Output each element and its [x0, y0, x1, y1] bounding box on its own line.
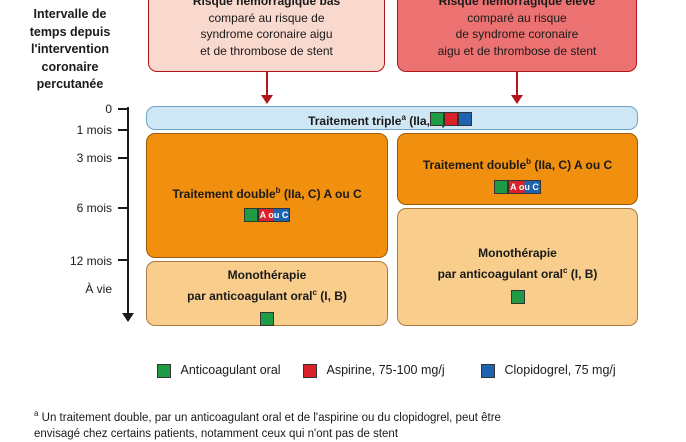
- time-axis-line: [127, 107, 129, 315]
- dual-therapy-label: Traitement doubleb (IIa, C) A ou C: [172, 186, 362, 201]
- dual-therapy-box-low-risk: Traitement doubleb (IIa, C) A ou C A ou …: [146, 133, 388, 258]
- high-risk-connector: [516, 72, 518, 96]
- axis-title-line: percutanée: [36, 77, 104, 91]
- time-axis-arrow-icon: [122, 313, 134, 322]
- monotherapy-box-low-risk: Monothérapie par anticoagulant oralc (I,…: [146, 261, 388, 326]
- dual-therapy-drugs: A ou C: [398, 178, 637, 195]
- monotherapy-drugs: [147, 310, 387, 327]
- monotherapy-title: Monothérapie: [478, 246, 557, 260]
- low-risk-line: syndrome coronaire aigu: [200, 27, 333, 41]
- time-axis-title: Intervalle de temps depuis l'interventio…: [0, 6, 140, 94]
- axis-title-line: l'intervention: [31, 42, 109, 56]
- aspirin-or-clopidogrel-badge: A ou C: [257, 207, 291, 222]
- high-risk-line: comparé au risque: [467, 10, 567, 25]
- axis-title-line: Intervalle de: [33, 7, 107, 21]
- monotherapy-box-high-risk: Monothérapie par anticoagulant oralc (I,…: [397, 208, 638, 326]
- legend-label: Anticoagulant oral: [180, 363, 281, 377]
- aspirin-legend-icon: [303, 363, 317, 378]
- low-bleeding-risk-box: Risque hémorragique bas comparé au risqu…: [148, 0, 385, 72]
- tick-mark: [118, 129, 127, 131]
- anticoagulant-square-icon: [430, 111, 444, 126]
- monotherapy-label: par anticoagulant oralc (I, B): [437, 266, 598, 281]
- tick-label-6-months: 6 mois: [76, 201, 112, 215]
- anticoagulant-square-icon: [510, 289, 525, 304]
- triple-therapy-box: Traitement triplea (IIa, B): [146, 106, 638, 130]
- high-risk-arrow-icon: [511, 95, 523, 104]
- low-risk-line: comparé au risque de: [208, 10, 325, 25]
- legend-aspirin: Aspirine, 75-100 mg/j: [303, 362, 445, 378]
- legend-anticoagulant: Anticoagulant oral: [157, 362, 281, 378]
- anticoagulant-square-icon: [243, 207, 258, 222]
- anticoagulant-square-icon: [494, 179, 509, 194]
- legend-label: Clopidogrel, 75 mg/j: [504, 363, 616, 377]
- footnote-line: envisagé chez certains patients, notamme…: [34, 427, 399, 440]
- tick-label-0: 0: [105, 102, 112, 116]
- low-risk-arrow-icon: [261, 95, 273, 104]
- tick-mark: [118, 259, 127, 261]
- monotherapy-drugs: [398, 288, 637, 305]
- high-risk-line: de syndrome coronaire: [455, 27, 579, 41]
- legend-label: Aspirine, 75-100 mg/j: [326, 363, 445, 377]
- tick-mark: [118, 207, 127, 209]
- clopidogrel-square-icon: [458, 111, 472, 126]
- anticoagulant-legend-icon: [157, 363, 171, 378]
- tick-mark: [118, 157, 127, 159]
- aspirin-or-clopidogrel-badge: A ou C: [508, 179, 541, 194]
- dual-therapy-label: Traitement doubleb (IIa, C) A ou C: [422, 157, 613, 172]
- low-risk-line: et de thrombose de stent: [200, 43, 333, 58]
- low-risk-connector: [266, 72, 268, 96]
- dual-therapy-drugs: A ou C: [147, 206, 387, 223]
- aspirin-square-icon: [444, 111, 458, 126]
- tick-label-3-months: 3 mois: [76, 151, 112, 165]
- tick-mark: [118, 108, 127, 110]
- triple-therapy-drugs: [430, 110, 472, 127]
- clopidogrel-legend-icon: [481, 363, 495, 378]
- anticoagulant-square-icon: [260, 311, 274, 326]
- low-risk-title: Risque hémorragique bas: [192, 0, 341, 8]
- footnote: a Un traitement double, par un anticoagu…: [34, 406, 674, 442]
- monotherapy-title: Monothérapie: [227, 268, 307, 282]
- tick-label-12-months: 12 mois: [69, 254, 112, 268]
- monotherapy-label: par anticoagulant oralc (I, B): [187, 288, 347, 303]
- triple-therapy-label: Traitement triplea (IIa, B): [308, 113, 446, 128]
- dual-therapy-box-high-risk: Traitement doubleb (IIa, C) A ou C A ou …: [397, 133, 638, 205]
- axis-title-line: temps depuis: [29, 24, 111, 39]
- high-risk-line: aigu et de thrombose de stent: [437, 43, 597, 58]
- high-risk-title: Risque hémorragique élevé: [438, 0, 596, 8]
- tick-label-1-month: 1 mois: [76, 123, 112, 137]
- high-bleeding-risk-box: Risque hémorragique élevé comparé au ris…: [397, 0, 637, 72]
- tick-label-lifelong: À vie: [85, 282, 112, 296]
- footnote-line: a Un traitement double, par un anticoagu…: [34, 409, 501, 424]
- legend-clopidogrel: Clopidogrel, 75 mg/j: [481, 362, 616, 378]
- axis-title-line: coronaire: [41, 59, 99, 74]
